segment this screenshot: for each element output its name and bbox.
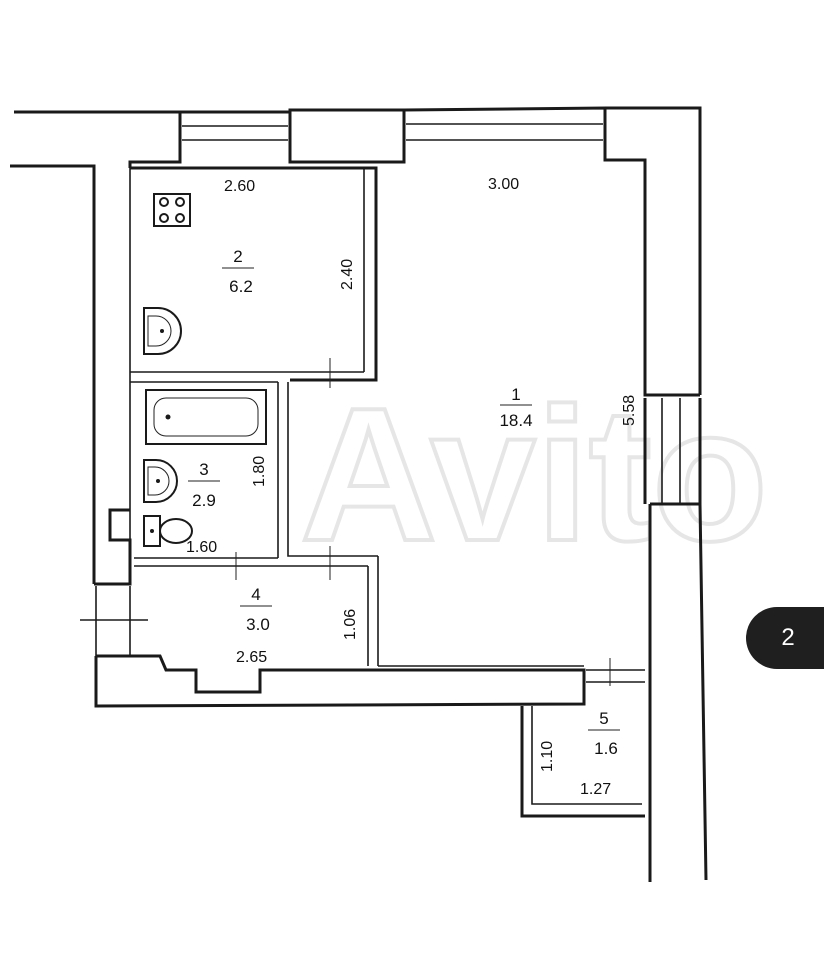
dim-living-width: 3.00 (488, 176, 519, 193)
svg-text:18.4: 18.4 (499, 411, 532, 430)
dim-balcony-depth: 1.10 (539, 741, 556, 772)
svg-text:3.0: 3.0 (246, 615, 270, 634)
page-indicator: 2 (746, 607, 824, 669)
dim-hall-depth: 1.06 (342, 609, 359, 640)
svg-text:2: 2 (233, 247, 242, 266)
stove-icon (153, 193, 191, 227)
watermark: Avito (300, 369, 768, 581)
room-label-4: 4 3.0 (240, 585, 272, 634)
dim-bath-width: 1.60 (186, 539, 217, 556)
dim-hall-width: 2.65 (236, 649, 267, 666)
bath-sink-icon (143, 459, 178, 503)
dim-balcony-width: 1.27 (580, 781, 611, 798)
dim-kitchen-depth: 2.40 (339, 259, 356, 290)
svg-text:5: 5 (599, 709, 608, 728)
room-label-3: 3 2.9 (188, 460, 220, 510)
svg-text:1.6: 1.6 (594, 739, 618, 758)
svg-text:2.9: 2.9 (192, 491, 216, 510)
dim-living-depth: 5.58 (621, 395, 638, 426)
kitchen-sink-icon (143, 307, 182, 355)
svg-text:1: 1 (511, 385, 520, 404)
svg-text:6.2: 6.2 (229, 277, 253, 296)
bathtub-icon (145, 389, 267, 445)
dim-kitchen-width: 2.60 (224, 178, 255, 195)
svg-text:3: 3 (199, 460, 208, 479)
outer-walls (10, 106, 708, 882)
room-label-1: 1 18.4 (499, 385, 532, 430)
interior-walls (129, 166, 645, 686)
dim-bath-height: 1.80 (251, 456, 268, 487)
toilet-icon (143, 515, 193, 547)
svg-text:4: 4 (251, 585, 260, 604)
room-label-2: 2 6.2 (222, 247, 254, 296)
balcony (520, 706, 645, 818)
room-label-5: 5 1.6 (588, 709, 620, 758)
